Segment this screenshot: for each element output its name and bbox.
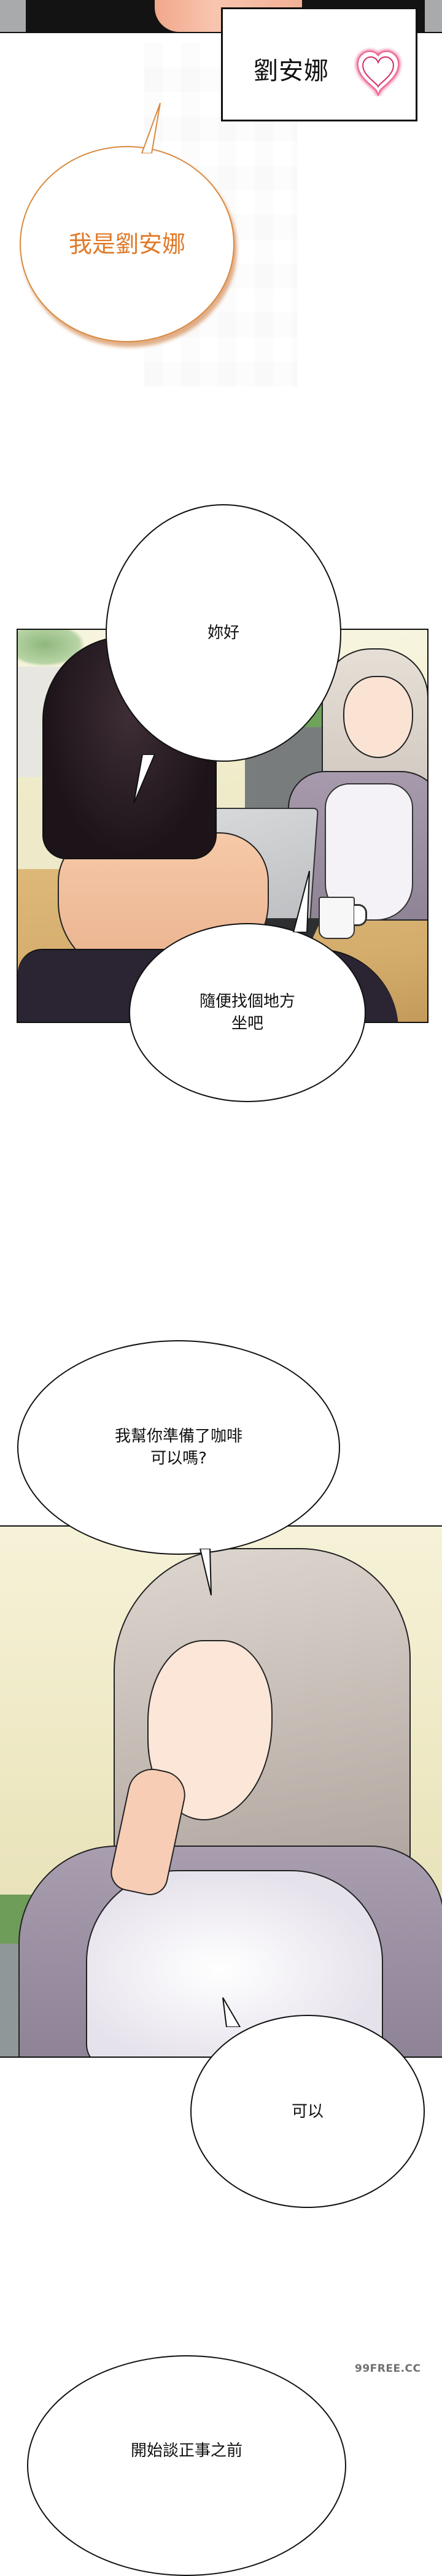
bubble-text: 開始談正事之前 [130, 2442, 242, 2460]
speech-bubble-ok: 可以 [190, 2015, 425, 2208]
panel-closeup [0, 1525, 442, 2058]
speech-bubble-before: 開始談正事之前 [27, 2355, 346, 2576]
bubble-text: 可以嗎? [150, 1449, 207, 1468]
coffee-mug [319, 897, 367, 939]
bubble-text: 我是劉安娜 [68, 231, 185, 258]
bubble-text: 坐吧 [231, 1014, 263, 1033]
bubble-tail [292, 871, 310, 932]
speech-bubble-intro: 我是劉安娜 [20, 146, 235, 342]
bubble-text: 隨便找個地方 [199, 992, 295, 1011]
bubble-text: 可以 [291, 2102, 324, 2121]
woman-face [343, 676, 413, 758]
character-name-card: 劉安娜 [221, 7, 417, 121]
character-name: 劉安娜 [254, 57, 329, 85]
bubble-tail [133, 754, 156, 803]
bubble-tail [199, 1549, 212, 1596]
bubble-tail [141, 102, 161, 153]
heart-icon [357, 50, 400, 96]
bubble-text: 我幫你準備了咖啡 [114, 1427, 242, 1446]
speech-bubble-sit: 隨便找個地方 坐吧 [129, 923, 366, 1102]
bubble-tail [222, 1997, 241, 2027]
bubble-text: 妳好 [207, 624, 239, 642]
site-watermark: 99FREE.CC [355, 2363, 421, 2375]
speech-bubble-greeting: 妳好 [106, 504, 341, 762]
speech-bubble-coffee: 我幫你準備了咖啡 可以嗎? [17, 1340, 340, 1555]
